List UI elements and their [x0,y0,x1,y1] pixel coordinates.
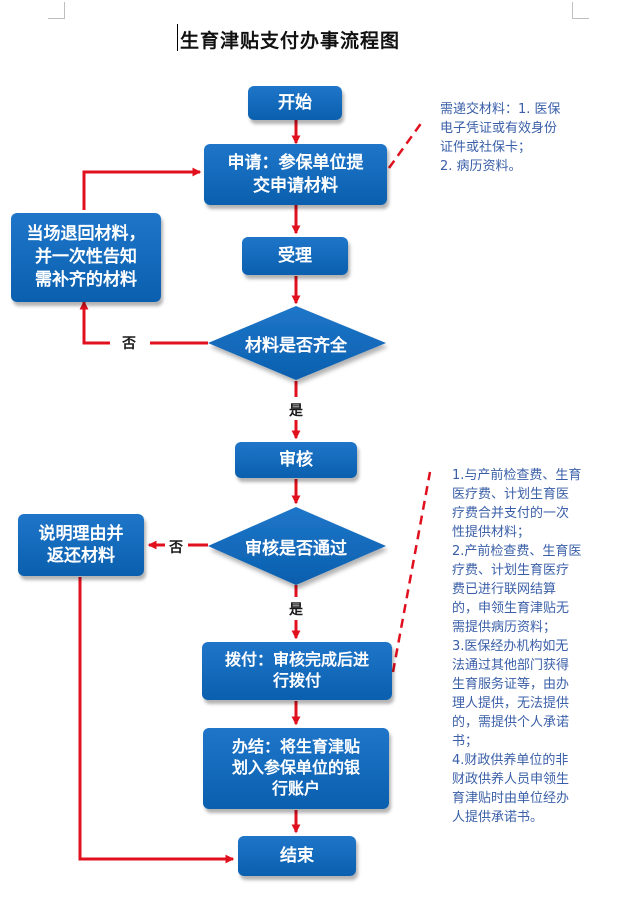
node-accept-label: 受理 [278,245,312,266]
arrow-explain-to-end [78,577,235,864]
callout-line-materials [387,121,424,169]
label-yes-2: 是 [289,602,303,618]
arrow-return-to-apply [82,167,202,210]
note-payment-conditions: 1.与产前检查费、生育 医疗费、计划生育医 疗费合并支付的一次 性提供材料； 2… [452,468,582,825]
node-apply-label: 申请：参保单位提 交申请材料 [227,153,364,196]
decision-review-label: 审核是否通过 [245,538,347,559]
text-cursor [177,24,178,51]
node-review: 审核 [235,442,357,478]
node-review-label: 审核 [279,449,313,470]
node-return-notify-label: 当场退回材料， 并一次性告知 需补齐的材料 [26,224,146,290]
node-payment: 拨付：审核完成后进 行拨付 [202,642,392,700]
note-required-materials: 需递交材料：1. 医保 电子凭证或有效身份 证件或社保卡； 2. 病历资料。 [440,102,561,174]
decision-diamond-complete [208,306,386,380]
decision-diamond-review [208,507,386,585]
decision-complete-label: 材料是否齐全 [245,335,347,356]
node-settle: 办结：将生育津贴 划入参保单位的银 行账户 [203,728,389,809]
node-start-label: 开始 [278,92,312,113]
node-apply: 申请：参保单位提 交申请材料 [204,144,387,205]
node-accept: 受理 [242,237,348,275]
node-explain-return: 说明理由并 返还材料 [18,514,144,576]
node-return-notify: 当场退回材料， 并一次性告知 需补齐的材料 [11,213,161,302]
callout-line-payment [391,471,432,673]
page-corner-mark [572,2,589,19]
node-settle-label: 办结：将生育津贴 划入参保单位的银 行账户 [231,737,360,798]
node-explain-return-label: 说明理由并 返还材料 [38,523,124,566]
page-corner-mark [48,2,65,19]
page-title: 生育津贴支付办事流程图 [180,30,401,52]
label-yes-1: 是 [289,403,303,419]
node-end: 结束 [238,836,356,876]
arrow-no-to-return [79,300,110,345]
node-start: 开始 [248,86,342,120]
label-no-1: 否 [122,336,136,352]
label-no-2: 否 [169,540,183,556]
node-end-label: 结束 [280,845,314,866]
node-payment-label: 拨付：审核完成后进 行拨付 [224,650,369,690]
